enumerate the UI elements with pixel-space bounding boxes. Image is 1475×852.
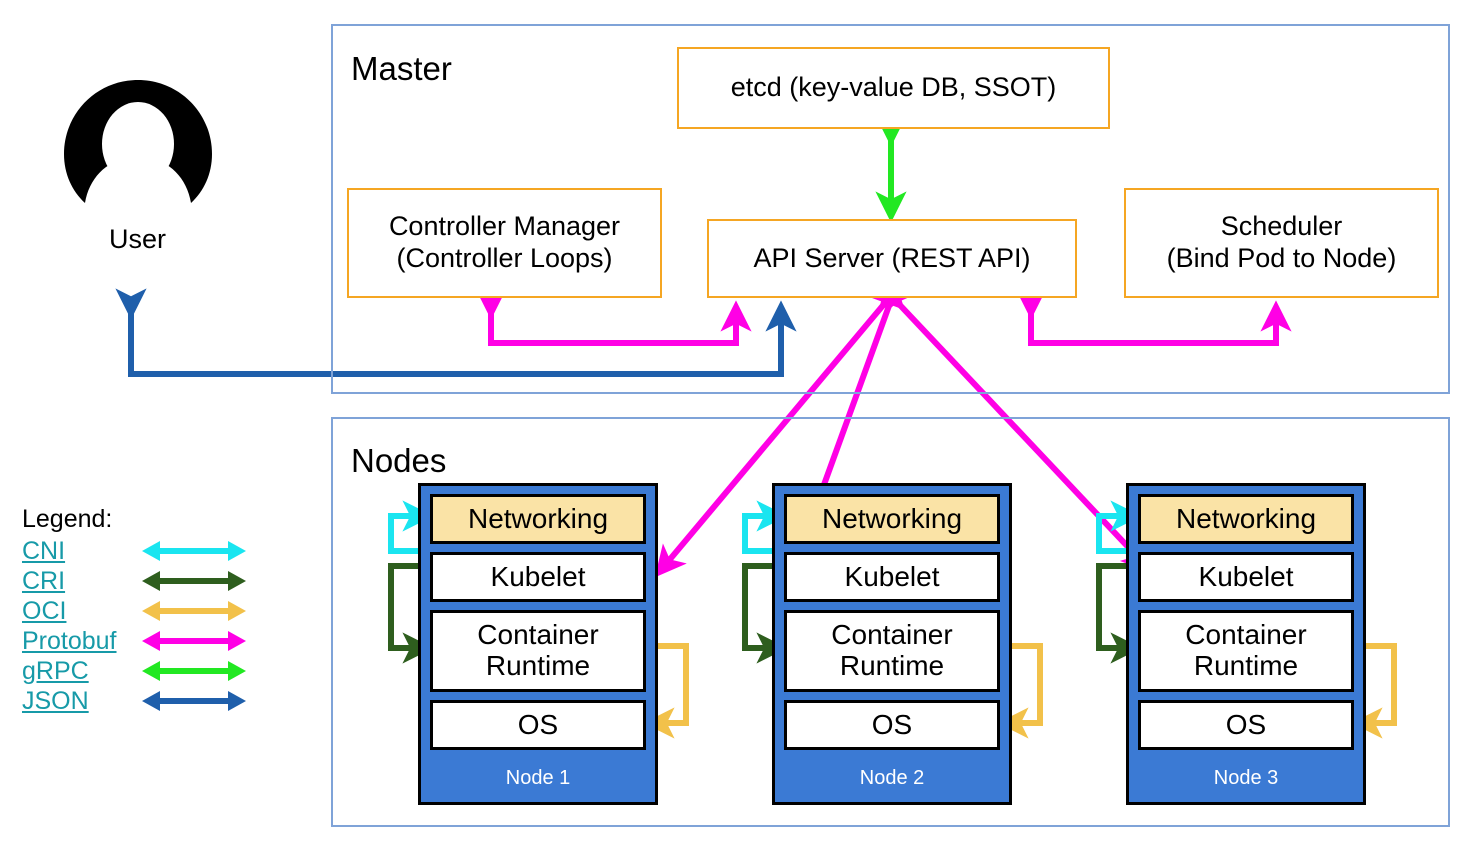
component-api-server-label: API Server (REST API) [753, 242, 1031, 273]
legend-item-cri[interactable]: CRI [22, 566, 248, 596]
node-2-layer-os[interactable]: OS [784, 700, 1000, 750]
legend-item-cni[interactable]: CNI [22, 536, 248, 566]
user-avatar-icon [63, 80, 212, 203]
component-scheduler-label-line1: Scheduler [1220, 211, 1343, 242]
node-1-runtime-line1: Container [477, 619, 599, 651]
legend-item-protobuf[interactable]: Protobuf [22, 626, 248, 656]
node-1-layer-os[interactable]: OS [430, 700, 646, 750]
node-card-3[interactable]: Networking Kubelet Container Runtime OS … [1126, 483, 1366, 805]
component-api-server[interactable]: API Server (REST API) [707, 219, 1077, 298]
node-2-name: Node 2 [859, 766, 925, 789]
legend-label-cni[interactable]: CNI [22, 536, 66, 565]
master-title: Master [351, 50, 452, 87]
legend-arrow-oci [142, 601, 246, 621]
node-2-layer-container-runtime[interactable]: Container Runtime [784, 610, 1000, 692]
legend-arrow-grpc [142, 661, 246, 681]
node-2-runtime-line2: Runtime [839, 650, 945, 681]
legend-label-cri[interactable]: CRI [22, 566, 66, 595]
node-3-layer-networking[interactable]: Networking [1138, 494, 1354, 544]
legend: Legend: CNI CRI OCI [22, 505, 248, 716]
legend-label-json[interactable]: JSON [22, 686, 89, 715]
node-1-name: Node 1 [505, 766, 571, 789]
node-1-runtime-line2: Runtime [485, 650, 591, 681]
component-etcd[interactable]: etcd (key-value DB, SSOT) [677, 47, 1110, 129]
node-3-runtime-line2: Runtime [1193, 650, 1299, 681]
legend-arrow-cri [142, 571, 246, 591]
node-1-layer-container-runtime[interactable]: Container Runtime [430, 610, 646, 692]
node-3-layer-container-runtime[interactable]: Container Runtime [1138, 610, 1354, 692]
legend-item-json[interactable]: JSON [22, 686, 248, 716]
nodes-group [331, 417, 1450, 827]
node-3-layer-kubelet[interactable]: Kubelet [1138, 552, 1354, 602]
component-scheduler-label-line2: (Bind Pod to Node) [1166, 243, 1397, 273]
legend-arrow-json [142, 691, 246, 711]
node-2-runtime-line1: Container [831, 619, 953, 651]
legend-label-grpc[interactable]: gRPC [22, 656, 89, 685]
legend-item-oci[interactable]: OCI [22, 596, 248, 626]
component-scheduler[interactable]: Scheduler (Bind Pod to Node) [1124, 188, 1439, 298]
legend-arrow-cni [142, 541, 246, 561]
node-card-2[interactable]: Networking Kubelet Container Runtime OS … [772, 483, 1012, 805]
node-2-layer-networking[interactable]: Networking [784, 494, 1000, 544]
legend-item-grpc[interactable]: gRPC [22, 656, 248, 686]
user-actor: User [55, 78, 220, 255]
node-card-1[interactable]: Networking Kubelet Container Runtime OS … [418, 483, 658, 805]
legend-arrow-protobuf [142, 631, 246, 651]
component-controller-manager[interactable]: Controller Manager (Controller Loops) [347, 188, 662, 298]
legend-label-protobuf[interactable]: Protobuf [22, 626, 117, 655]
node-1-layer-kubelet[interactable]: Kubelet [430, 552, 646, 602]
nodes-title: Nodes [351, 442, 447, 479]
legend-label-oci[interactable]: OCI [22, 596, 67, 625]
node-2-layer-kubelet[interactable]: Kubelet [784, 552, 1000, 602]
component-etcd-label: etcd (key-value DB, SSOT) [730, 72, 1057, 103]
node-1-layer-networking[interactable]: Networking [430, 494, 646, 544]
node-3-name: Node 3 [1213, 766, 1279, 789]
node-3-layer-os[interactable]: OS [1138, 700, 1354, 750]
user-label: User [108, 224, 166, 254]
node-3-runtime-line1: Container [1185, 619, 1307, 651]
component-controller-manager-label-line1: Controller Manager [388, 211, 621, 242]
master-group [331, 24, 1450, 394]
legend-title: Legend: [22, 505, 113, 533]
component-controller-manager-label-line2: (Controller Loops) [396, 243, 613, 273]
